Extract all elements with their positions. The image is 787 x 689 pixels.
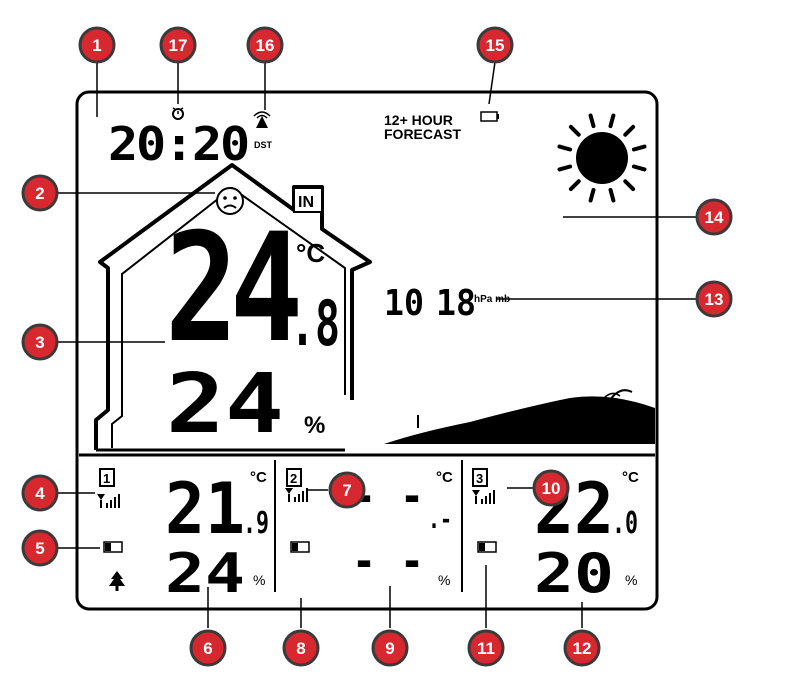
sun-icon	[557, 113, 647, 203]
indoor-label: IN	[298, 194, 314, 211]
callout-label: 10	[542, 479, 561, 498]
channel-1-humidity-unit: %	[253, 572, 265, 588]
indoor-humidity-unit: %	[304, 412, 325, 439]
sun-ray	[588, 187, 596, 203]
channel-3-badge	[472, 468, 488, 487]
callout-label: 17	[169, 36, 188, 55]
callout-2: 2	[21, 174, 59, 212]
indoor-humidity: 24	[166, 357, 284, 452]
channel-2-temp-unit: °C	[436, 469, 453, 486]
signal-bars-icon	[285, 488, 308, 502]
callout-14: 14	[695, 198, 733, 236]
lcd-frame	[75, 90, 659, 611]
sun-ray	[623, 124, 636, 137]
callout-label: 6	[203, 639, 212, 658]
channel-2-temp-dec: .-	[428, 505, 452, 535]
leader-lines	[57, 61, 697, 628]
channel-2-humidity-unit: %	[438, 572, 450, 588]
sun-ray	[588, 113, 596, 129]
channel-3-temp-dec: .0	[612, 506, 638, 541]
indoor-box	[293, 187, 323, 213]
signal-bars-icon	[472, 490, 495, 504]
callout-label: 1	[92, 36, 101, 55]
sun-ray	[631, 144, 647, 152]
callout-label: 5	[35, 539, 44, 558]
callout-4: 4	[21, 474, 59, 512]
channel-2: 2 - - .- °C - - %	[285, 468, 453, 588]
channel-1-temp-dec: .9	[243, 506, 269, 541]
callout-6: 6	[189, 629, 227, 667]
callout-label: 15	[486, 36, 505, 55]
channel-1-badge	[99, 468, 115, 487]
landscape-icon	[384, 389, 655, 444]
callout-label: 3	[35, 333, 44, 352]
signal-bars-icon	[97, 494, 120, 508]
battery-icon	[477, 541, 497, 553]
dst-label: DST	[254, 140, 273, 150]
callout-10: 10	[532, 469, 570, 507]
callout-7: 7	[328, 471, 366, 509]
pressure-unit: hPa mb	[474, 294, 510, 305]
forecast-line2: FORECAST	[384, 126, 461, 142]
channel-3-humidity-unit: %	[625, 572, 637, 588]
callout-label: 14	[705, 208, 724, 227]
callout-3: 3	[21, 323, 59, 361]
callout-label: 13	[705, 290, 724, 309]
callout-5: 5	[21, 529, 59, 567]
callout-label: 7	[342, 481, 351, 500]
sun-ray	[623, 179, 636, 192]
sun-ray	[631, 164, 647, 172]
channel-1-temp-int: 21	[165, 468, 245, 550]
sun-ray	[608, 187, 616, 203]
clock-time: 20:20	[108, 117, 248, 171]
callout-13: 13	[695, 280, 733, 318]
callout-17: 17	[159, 26, 197, 64]
channel-1-humidity: 24	[165, 542, 245, 605]
indoor-temp-unit: °C	[296, 238, 325, 268]
channel-1-temp-unit: °C	[250, 469, 267, 486]
channel-1-id: 1	[103, 471, 110, 486]
callout-label: 12	[573, 639, 592, 658]
callout-label: 16	[256, 36, 275, 55]
tree-icon	[109, 571, 125, 591]
pressure-a: 10	[384, 283, 424, 324]
callout-label: 8	[296, 639, 305, 658]
callout-16: 16	[246, 26, 284, 64]
radio-signal-icon	[253, 111, 271, 128]
callout-12: 12	[563, 629, 601, 667]
battery-icon	[103, 541, 123, 553]
callout-15: 15	[476, 26, 514, 64]
callout-11: 11	[467, 629, 505, 667]
callout-label: 2	[35, 184, 44, 203]
forecast-line1: 12+ HOUR	[384, 112, 453, 128]
callout-1: 1	[78, 26, 116, 64]
indoor-temp-dec: .8	[290, 287, 340, 360]
channel-3-id: 3	[476, 471, 483, 486]
sun-ray	[568, 179, 581, 192]
channel-2-humidity: - -	[352, 534, 424, 588]
channel-3-humidity: 20	[534, 542, 614, 605]
battery-icon	[290, 541, 310, 553]
smiley-icon	[216, 187, 244, 215]
sun-ray	[557, 164, 573, 172]
house-inner-outline	[111, 186, 346, 448]
channel-2-badge	[286, 468, 302, 487]
sun-ray	[568, 124, 581, 137]
channel-1: 1 21 .9 °C 24 %	[97, 468, 269, 605]
callout-label: 9	[385, 639, 394, 658]
sun-ray	[608, 113, 616, 129]
channel-2-id: 2	[290, 471, 297, 486]
callout-label: 4	[35, 484, 45, 503]
battery-icon-forecast	[480, 111, 499, 122]
callout-8: 8	[282, 629, 320, 667]
channel-3-temp-unit: °C	[622, 469, 639, 486]
callout-label: 11	[477, 639, 495, 658]
indoor-temp-int: 24	[165, 202, 298, 376]
callout-9: 9	[371, 629, 409, 667]
sun-ray	[557, 144, 573, 152]
pressure-b: 18	[436, 283, 476, 324]
alarm-icon	[172, 107, 184, 120]
